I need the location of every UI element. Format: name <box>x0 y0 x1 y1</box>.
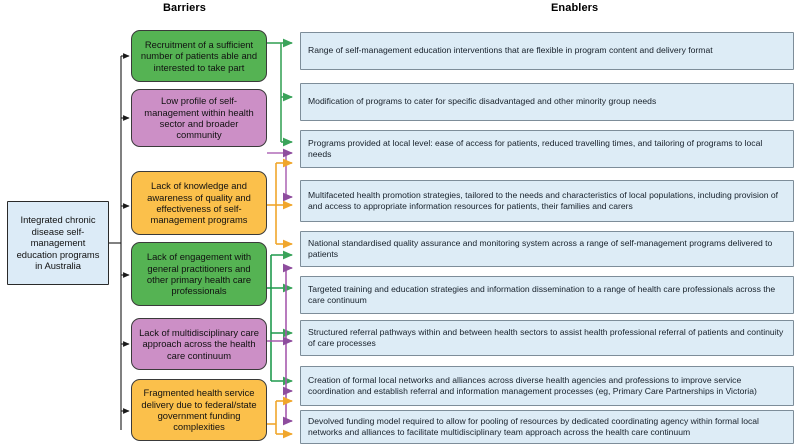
wires-orange-lack-knowledge <box>267 158 294 249</box>
barrier-low-profile[interactable]: Low profile of self-management within he… <box>131 89 267 147</box>
column-header-enablers: Enablers <box>551 2 599 14</box>
wires-green-recruitment <box>267 38 294 147</box>
enabler-referral-pathways[interactable]: Structured referral pathways within and … <box>300 320 794 356</box>
enabler-local-level[interactable]: Programs provided at local level: ease o… <box>300 130 794 168</box>
wires-purple-low-profile <box>267 148 294 202</box>
enabler-targeted-training[interactable]: Targeted training and education strategi… <box>300 276 794 314</box>
barrier-recruitment[interactable]: Recruitment of a sufficient number of pa… <box>131 30 267 82</box>
root-to-barriers-wires <box>109 53 130 430</box>
enabler-quality-assurance[interactable]: National standardised quality assurance … <box>300 231 794 267</box>
enabler-modification-programs[interactable]: Modification of programs to cater for sp… <box>300 83 794 121</box>
column-header-barriers: Barriers <box>163 2 206 14</box>
barrier-lack-engagement[interactable]: Lack of engagement with general practiti… <box>131 242 267 306</box>
barrier-multidisciplinary[interactable]: Lack of multidisciplinary care approach … <box>131 318 267 370</box>
enabler-formal-networks[interactable]: Creation of formal local networks and al… <box>300 366 794 406</box>
enabler-devolved-funding[interactable]: Devolved funding model required to allow… <box>300 410 794 444</box>
barrier-lack-knowledge[interactable]: Lack of knowledge and awareness of quali… <box>131 171 267 235</box>
wires-orange-fragmented <box>267 396 294 439</box>
wires-green-engagement <box>267 250 294 386</box>
barrier-fragmented[interactable]: Fragmented health service delivery due t… <box>131 379 267 441</box>
enabler-health-promotion[interactable]: Multifaceted health promotion strategies… <box>300 180 794 222</box>
root-node-integrated-program: Integrated chronic disease self-manageme… <box>7 201 109 285</box>
wires-purple-multidisciplinary <box>267 263 294 426</box>
enabler-range-interventions[interactable]: Range of self-management education inter… <box>300 32 794 70</box>
